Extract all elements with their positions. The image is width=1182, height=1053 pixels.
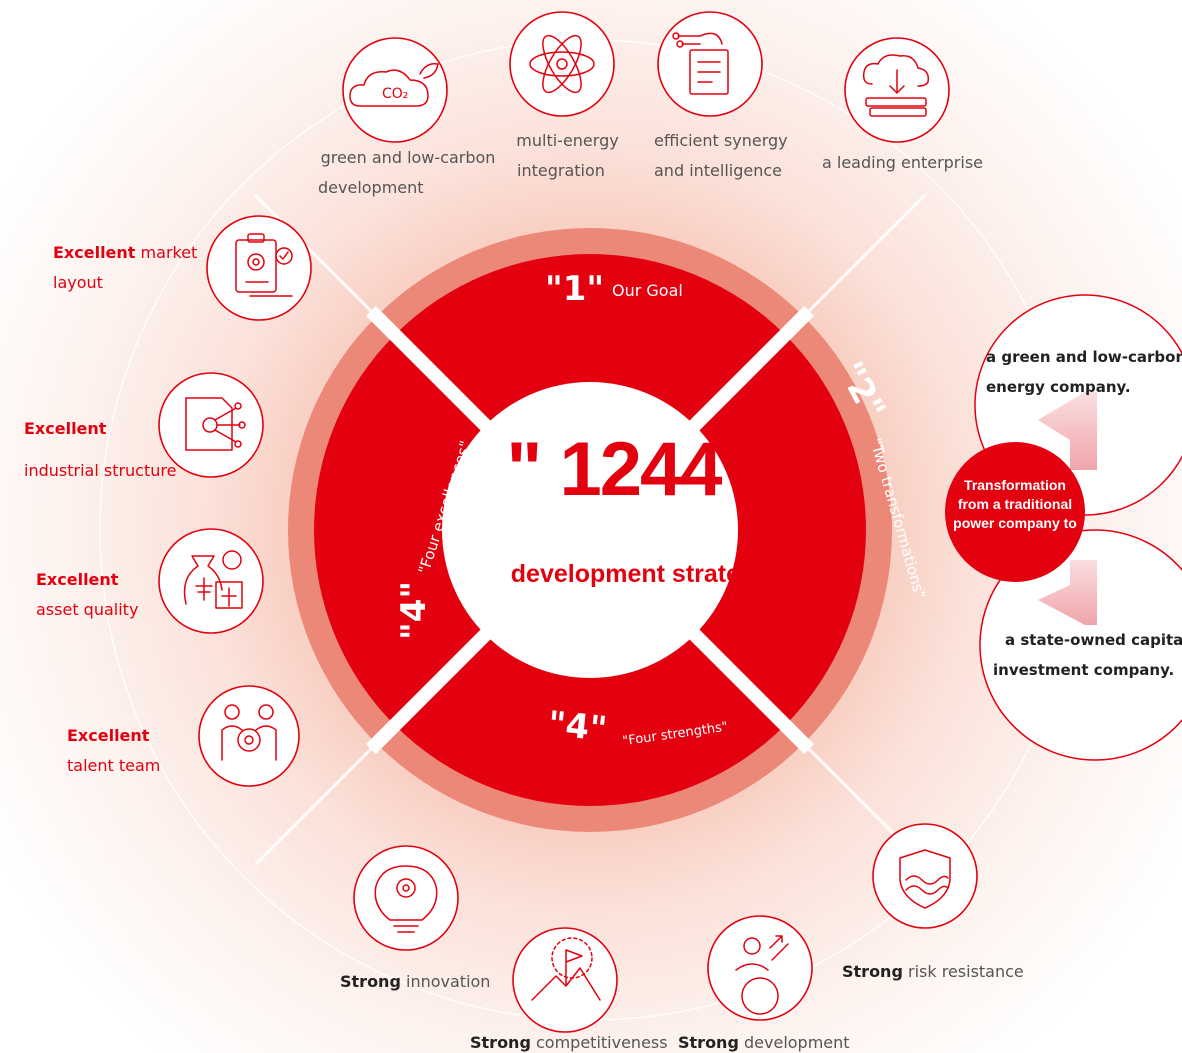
- svg-text:"4": "4": [394, 581, 434, 640]
- bubble-bottom-text: a state-owned capital investment company…: [993, 631, 1182, 679]
- co2-text: CO₂: [382, 86, 408, 102]
- money-bag-icon: [158, 528, 264, 634]
- transformation-bubbles: [945, 294, 1182, 761]
- arrow-up: [1038, 392, 1097, 470]
- mountain-flag-icon: [512, 927, 618, 1033]
- svg-text:"4": "4": [546, 704, 609, 750]
- person-growth-icon: [707, 915, 813, 1021]
- lightbulb-gear-icon: [353, 845, 459, 951]
- clipboard-gear-icon: [206, 215, 312, 321]
- strength-label-risk: Strong risk resistance: [842, 962, 1024, 981]
- transformation-text: Transformation from a traditional power …: [953, 477, 1077, 531]
- strength-label-development: Strong development: [678, 1033, 850, 1052]
- circuit-document-icon: [657, 11, 763, 117]
- center-disc: [442, 382, 738, 678]
- shield-wave-icon: [872, 823, 978, 929]
- arrow-down: [1038, 560, 1097, 625]
- transformation-center: [945, 442, 1085, 582]
- ring-label-top: "1" Our Goal: [545, 269, 683, 309]
- bubble-bottom: [979, 529, 1182, 761]
- ring-label-left: "4": [394, 581, 434, 640]
- co2-cloud-icon: [342, 37, 448, 143]
- excellence-label-asset: Excellent asset quality: [36, 570, 139, 619]
- strength-label-innovation: Strong innovation: [340, 972, 491, 991]
- goal-label-leading: a leading enterprise: [822, 153, 984, 172]
- svg-text:Our Goal: Our Goal: [612, 281, 683, 300]
- strategy-subtitle: development strategy: [510, 560, 770, 588]
- strength-label-competitiveness: Strong competitiveness: [470, 1033, 668, 1052]
- bubble-top-text: a green and low-carbon energy company.: [986, 348, 1182, 396]
- excellence-label-talent: Excellent talent team: [67, 726, 161, 775]
- atom-icon: [509, 11, 615, 117]
- svg-text:"1": "1": [545, 269, 604, 309]
- excellence-label-industrial: Excellent industrial structure: [24, 419, 177, 480]
- strategy-number: " 1244 ": [506, 427, 775, 512]
- excellence-label-market: Excellent market layout: [53, 243, 198, 292]
- document-network-icon: [158, 372, 264, 478]
